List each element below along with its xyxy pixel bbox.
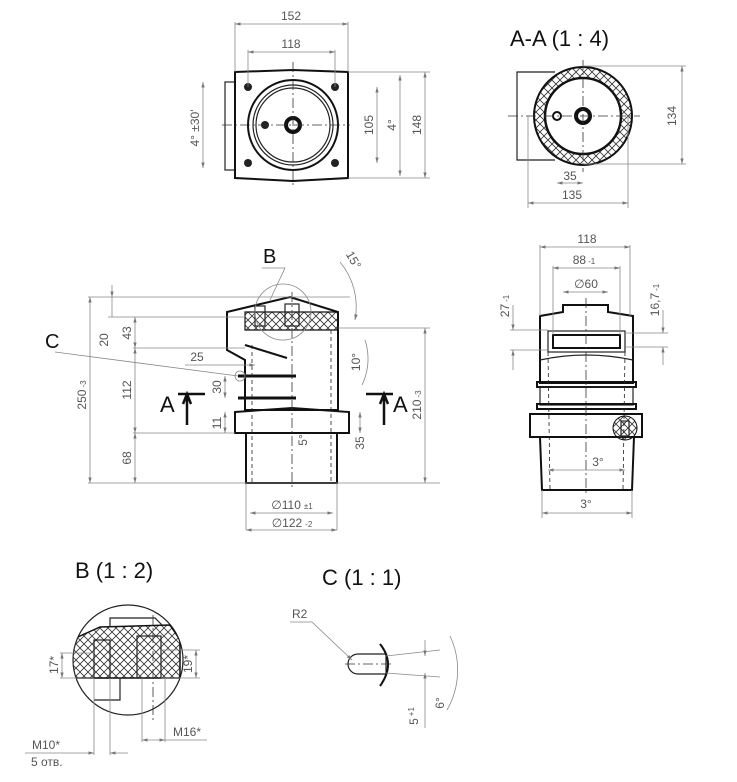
label-a-right: A <box>393 392 408 417</box>
detail-c-dim-5-tol: +1 <box>407 707 416 717</box>
dim-d122: ∅122 <box>272 516 303 530</box>
detail-b-m10: M10* <box>32 738 60 752</box>
detail-b-title: B (1 : 2) <box>75 558 153 583</box>
dim-135: 135 <box>562 188 582 202</box>
section-aa: A-A (1 : 4) 134 35 135 <box>508 26 686 208</box>
dim-148: 148 <box>410 115 424 135</box>
svg-text:88-1: 88-1 <box>573 253 596 267</box>
svg-text:210-3: 210-3 <box>410 390 424 420</box>
detail-c: C (1 : 1) R2 5+1 6° <box>290 565 459 728</box>
section-arrow-right <box>366 390 393 425</box>
detail-b-m16: M16* <box>173 725 201 739</box>
dim-152: 152 <box>281 9 301 23</box>
dim-210-tol: -3 <box>414 390 423 398</box>
side-dim-d60: ∅60 <box>574 277 598 291</box>
dim-105: 105 <box>362 115 376 135</box>
dim-134: 134 <box>665 106 679 126</box>
dim-118: 118 <box>281 37 300 51</box>
dim-d110-tol: ±1 <box>304 502 313 511</box>
side-dim-88: 88 <box>573 253 587 267</box>
side-dim-118: 118 <box>577 232 596 246</box>
side-dim-angle-3deg-bottom: 3° <box>580 497 592 511</box>
top-view: 152 118 4° ±30' 105 4° 148 <box>188 9 430 185</box>
dim-35-front: 35 <box>353 436 367 450</box>
side-dim-16-7-tol: -1 <box>652 283 661 291</box>
side-dim-angle-3deg-top: 3° <box>592 455 604 469</box>
dim-68: 68 <box>120 451 134 465</box>
svg-text:5+1: 5+1 <box>407 707 421 725</box>
dim-20: 20 <box>97 333 111 347</box>
svg-text:27-1: 27-1 <box>498 294 512 317</box>
detail-b-dim-19: 19* <box>181 655 195 673</box>
detail-b-dim-17: 17* <box>47 656 61 674</box>
svg-text:∅122-2: ∅122-2 <box>272 516 313 530</box>
dim-25: 25 <box>190 350 204 364</box>
side-dim-27: 27 <box>498 304 512 318</box>
dim-250-tol: -3 <box>79 380 88 388</box>
detail-b-holes: 5 отв. <box>31 755 63 769</box>
side-dim-88-tol: -1 <box>588 257 596 266</box>
dim-11: 11 <box>210 416 224 429</box>
dim-210: 210 <box>410 399 424 419</box>
section-aa-title: A-A (1 : 4) <box>510 26 609 51</box>
side-view: 118 88-1 ∅60 27-1 16,7-1 3° 3° <box>498 232 668 518</box>
label-b: B <box>263 246 276 268</box>
dim-112: 112 <box>120 380 134 399</box>
dim-angle-10deg: 10° <box>349 353 363 371</box>
dim-30: 30 <box>210 380 224 394</box>
front-view: B C A A 250-3 20 43 112 68 25 30 11 5° 3… <box>45 246 440 532</box>
svg-text:250-3: 250-3 <box>75 380 89 410</box>
label-a-left: A <box>160 392 175 417</box>
dim-35: 35 <box>563 169 577 183</box>
side-dim-16-7: 16,7 <box>648 293 662 317</box>
svg-text:16,7-1: 16,7 -1 <box>648 283 662 316</box>
svg-text:∅110±1: ∅110±1 <box>271 498 313 512</box>
section-arrow-left <box>178 390 205 425</box>
dim-250: 250 <box>75 389 89 409</box>
dim-angle-4deg: 4° <box>385 119 399 131</box>
dim-d122-tol: -2 <box>305 520 313 529</box>
side-dim-27-tol: -1 <box>502 294 511 302</box>
detail-c-r2: R2 <box>292 607 308 621</box>
dim-angle-15deg: 15° <box>343 249 364 272</box>
dim-angle-4deg-tol: 4° ±30' <box>188 109 202 146</box>
detail-c-title: C (1 : 1) <box>322 565 401 590</box>
dim-angle-5deg: 5° <box>296 434 310 446</box>
detail-c-dim-5: 5 <box>407 718 421 725</box>
detail-c-angle-6deg: 6° <box>433 697 447 709</box>
label-c: C <box>45 331 59 353</box>
dim-43: 43 <box>120 326 134 340</box>
dim-d110: ∅110 <box>271 498 301 512</box>
detail-b: B (1 : 2) 17* 19* M10* 5 отв. M16* <box>25 558 207 769</box>
